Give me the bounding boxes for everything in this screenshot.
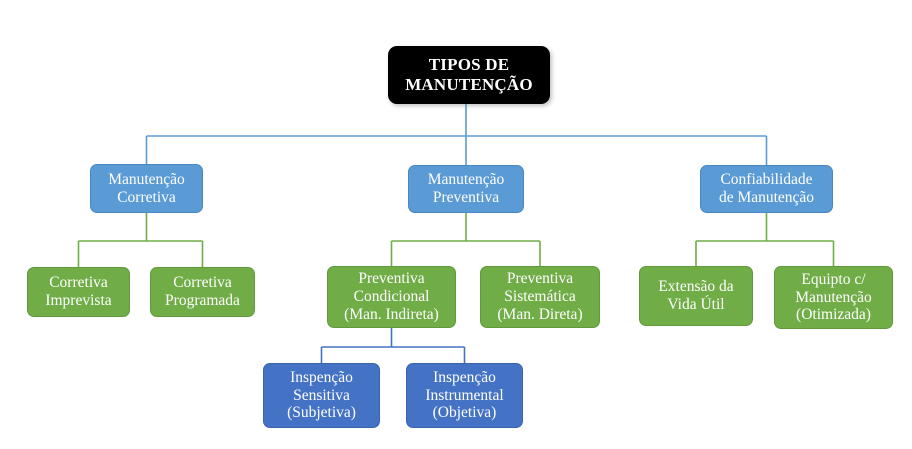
node-extensao-da-vida-util: Extensão da Vida Útil	[639, 266, 753, 326]
connector-root-to-level2	[145, 104, 768, 165]
node-corretiva-programada: Corretiva Programada	[150, 267, 255, 317]
node-preventiva-condicional: Preventiva Condicional (Man. Indireta)	[327, 266, 456, 328]
node-preventiva-sistematica: Preventiva Sistemática (Man. Direta)	[480, 266, 600, 328]
node-equipto-c-manutencao-otimizada: Equipto c/ Manutenção (Otimizada)	[774, 266, 893, 329]
connector-corretiva-to-children	[77, 213, 204, 267]
node-manutencao-preventiva: Manutenção Preventiva	[408, 165, 524, 213]
node-confiabilidade-de-manutencao: Confiabilidade de Manutenção	[700, 165, 833, 213]
node-manutencao-corretiva: Manutenção Corretiva	[90, 164, 203, 213]
node-inspencao-sensitiva: Inspenção Sensitiva (Subjetiva)	[263, 363, 380, 428]
node-corretiva-imprevista: Corretiva Imprevista	[27, 267, 130, 317]
node-tipos-de-manutencao: TIPOS DE MANUTENÇÃO	[388, 46, 550, 104]
connector-preventiva-to-children	[390, 213, 541, 266]
node-inspencao-instrumental: Inspenção Instrumental (Objetiva)	[406, 363, 523, 428]
connector-confiabilidade-to-children	[695, 213, 835, 266]
connector-condicional-to-children	[320, 328, 466, 363]
